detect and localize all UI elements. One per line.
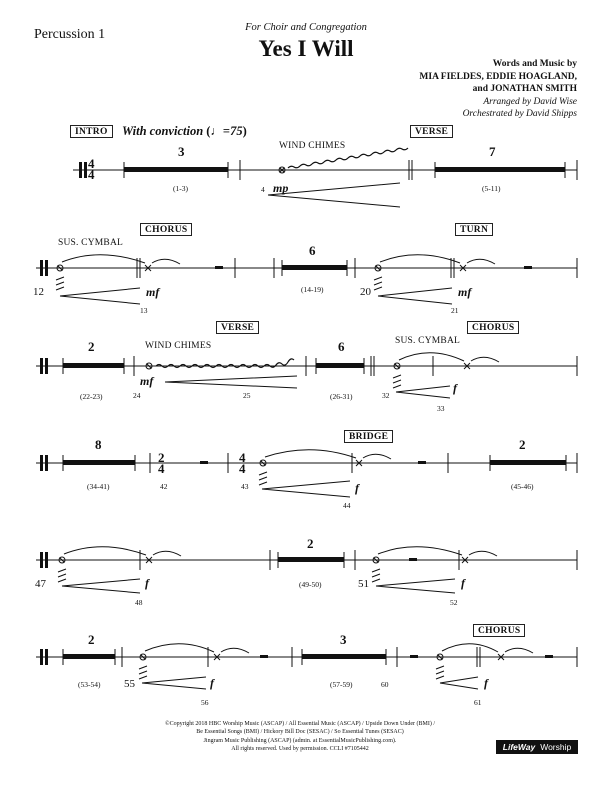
dynamic-mp: mp (273, 181, 289, 195)
dynamic-mf: mf (146, 285, 160, 299)
measure-number: 12 (33, 286, 44, 298)
song-title: Yes I Will (258, 36, 354, 61)
section-chorus-3: CHORUS (473, 624, 526, 637)
instrument-wind-chimes: WIND CHIMES (279, 141, 346, 151)
dynamic-f: f (145, 576, 149, 590)
measure-number: 48 (135, 598, 143, 607)
rest-count: 2 (307, 536, 314, 551)
dynamic-f: f (355, 481, 359, 495)
dynamic-mf: mf (458, 285, 472, 299)
multirest-bars (62, 162, 567, 665)
section-verse-2: VERSE (216, 321, 260, 334)
section-bridge: BRIDGE (344, 430, 394, 443)
dynamic-f: f (484, 676, 488, 690)
rest-count: 3 (178, 144, 185, 159)
rest-range: (26-31) (330, 392, 353, 401)
measure-number: 60 (381, 680, 389, 689)
measure-number: 51 (358, 578, 369, 590)
rest-range: (49-50) (299, 580, 322, 589)
measure-number: 43 (241, 482, 249, 491)
rest-count: 8 (95, 437, 102, 452)
rest-range: (1-3) (173, 184, 188, 193)
lifeway-worship-logo: LifeWay Worship (496, 740, 578, 754)
orchestrator: Orchestrated by David Shipps (462, 109, 577, 119)
dynamic-f: f (461, 576, 465, 590)
rests (200, 266, 553, 658)
measure-number: 24 (133, 391, 141, 400)
rest-count: 3 (340, 632, 347, 647)
measure-number: 13 (140, 306, 148, 315)
rest-range: (5-11) (482, 184, 501, 193)
measure-number: 61 (474, 698, 482, 707)
section-chorus-2: CHORUS (467, 321, 520, 334)
measure-number: 42 (160, 482, 168, 491)
rest-range: (22-23) (80, 392, 103, 401)
copyright: ©Copyright 2018 HBC Worship Music (ASCAP… (165, 721, 435, 752)
notes-and-marks (55, 166, 534, 690)
tempo-text: With conviction (122, 124, 204, 138)
composers-line-1: MIA FIELDES, EDDIE HOAGLAND, (419, 71, 577, 82)
part-name: Percussion 1 (34, 27, 106, 42)
measure-number: 55 (124, 678, 135, 690)
rest-count: 2 (88, 339, 95, 354)
arranger: Arranged by David Wise (483, 96, 577, 107)
credits-label: Words and Music by (492, 59, 577, 69)
section-turn: TURN (455, 223, 494, 236)
measure-number: 32 (382, 391, 390, 400)
credits: Words and Music by MIA FIELDES, EDDIE HO… (419, 58, 577, 121)
subtitle: For Choir and Congregation (245, 22, 367, 33)
rest-range: (14-19) (301, 285, 324, 294)
tempo-value: 75 (230, 124, 243, 138)
measure-number: 47 (35, 578, 46, 590)
instrument-wind-chimes-2: WIND CHIMES (145, 341, 212, 351)
measure-number: 56 (201, 698, 209, 707)
rest-range: (45-46) (511, 482, 534, 491)
tempo-marking: With conviction (♩=75) (122, 124, 247, 138)
rest-count: 6 (338, 339, 345, 354)
rest-range: (53-54) (78, 680, 101, 689)
dynamic-mf: mf (140, 374, 154, 388)
section-intro: INTRO (70, 125, 113, 138)
measure-number: 4 (261, 185, 265, 194)
rest-range: (34-41) (87, 482, 110, 491)
rest-count: 2 (88, 632, 95, 647)
measure-number: 44 (343, 501, 351, 510)
instrument-sus-cymbal: SUS. CYMBAL (58, 238, 124, 248)
rest-count: 2 (519, 437, 526, 452)
measure-number: 21 (451, 306, 459, 315)
dynamic-f: f (453, 381, 457, 395)
dynamic-f: f (210, 676, 214, 690)
composers-line-2: and JONATHAN SMITH (472, 84, 577, 94)
wind-chimes-trill (155, 147, 409, 369)
measure-number: 20 (360, 286, 371, 298)
instrument-sus-cymbal-2: SUS. CYMBAL (395, 336, 461, 346)
measure-number: 33 (437, 404, 445, 413)
rest-count: 6 (309, 243, 316, 258)
measure-number: 25 (243, 391, 251, 400)
section-chorus: CHORUS (140, 223, 193, 236)
rest-count: 7 (489, 144, 496, 159)
barlines (121, 160, 578, 667)
measure-number: 52 (450, 598, 458, 607)
rest-range: (57-59) (330, 680, 353, 689)
section-verse: VERSE (410, 125, 454, 138)
percussion-clefs (40, 162, 87, 665)
